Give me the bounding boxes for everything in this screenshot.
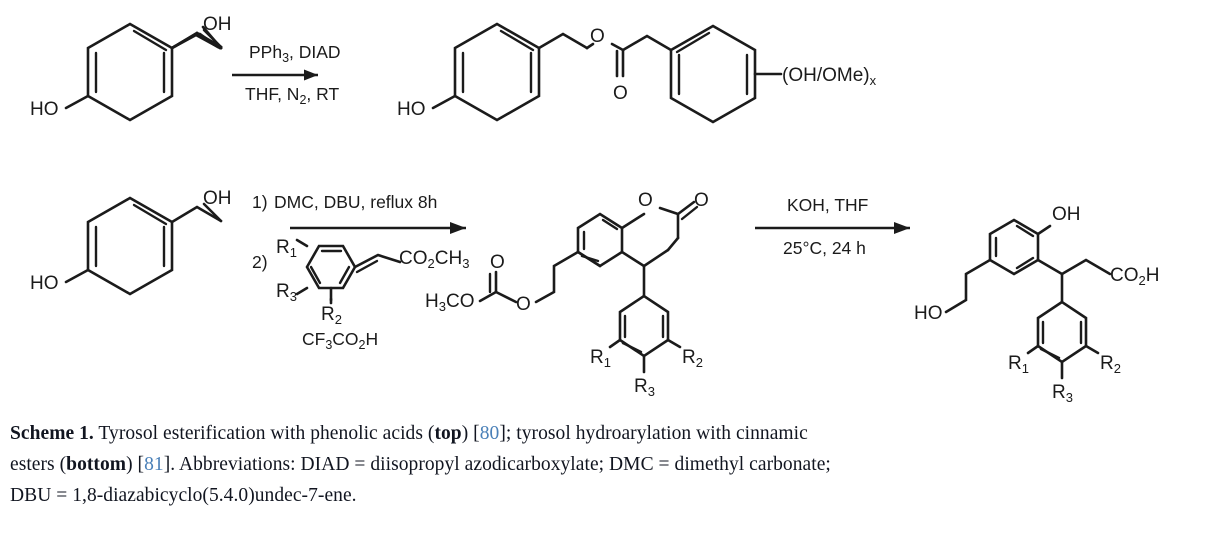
arrow-head-top [304,69,318,81]
atom-label-ho-final: HO [914,303,943,324]
atom-label-co2h-final: CO2H [1110,265,1159,288]
top-reaction-product-ester: HO O O (OH/OMe)x [397,22,877,124]
atom-label-carbonate-o-up: O [490,252,505,273]
atom-label-oh-top-left: OH [203,14,232,35]
caption-run: DBU = 1,8-diazabicyclo(5.4.0)undec-7-ene… [10,485,357,506]
r-label-r2-final: R2 [1100,353,1121,376]
arrow-conditions-above-top: PPh3, DIAD [249,42,341,65]
r-label-r3-cinnamate: R3 [276,281,297,304]
bottom-reaction-intermediate-chromanone: H3CO O O O O R1 [425,190,709,399]
r-label-r3-final: R3 [1052,382,1073,405]
bottom-reaction-substrate-tyrosol: HO OH [30,188,232,296]
caption-run: Scheme 1. [10,423,94,444]
svg-text:THF, N2, RT: THF, N2, RT [245,84,339,107]
atom-label-oh-ome-substituent: (OH/OMe)x [782,65,877,88]
atom-label-ester-o: O [590,26,605,47]
arrow-conditions-above-bottom-2: KOH, THF [787,195,868,215]
atom-label-lactone-o: O [638,190,653,211]
atom-label-ho-top-product: HO [397,99,426,120]
reagent-step2-number: 2) [252,252,268,272]
caption-run: ) [ [126,454,145,475]
caption-run[interactable]: 81 [144,454,164,475]
scheme-figure: .bond { stroke:#1b1b1b; stroke-width:2.6… [0,0,1209,410]
arrow-head-bottom-1 [450,222,466,234]
r-label-r1-final: R1 [1008,353,1029,376]
scheme-drawing: .bond { stroke:#1b1b1b; stroke-width:2.6… [0,0,1209,410]
caption-run: Tyrosol esterification with phenolic aci… [93,423,435,444]
atom-label-ho-top-left: HO [30,99,59,120]
reagent-step1-number: 1) [252,192,268,212]
figure-caption: Scheme 1. Tyrosol esterification with ph… [10,418,1200,511]
atom-label-oh-bottom-left: OH [203,188,232,209]
atom-label-ho-bottom-left: HO [30,273,59,294]
figure-background [0,0,1209,410]
caption-run: esters ( [10,454,67,475]
r-label-r3-intermediate: R3 [634,376,655,399]
bottom-reaction-product-acid: OH HO CO2H R1 R2 R3 [914,204,1159,405]
atom-label-co2ch3: CO2CH3 [399,248,469,271]
r-label-r1-cinnamate: R1 [276,237,297,260]
atom-label-h3co: H3CO [425,291,474,314]
bottom-reaction-arrow-2: KOH, THF 25°C, 24 h [755,195,910,258]
top-reaction-substrate-tyrosol: HO OH [30,14,232,122]
top-reaction-arrow: PPh3, DIAD THF, N2, RT [232,42,341,107]
reagent-cinnamate-structure: R1 R3 R2 CO2CH3 [276,237,469,327]
caption-line-3: DBU = 1,8-diazabicyclo(5.4.0)undec-7-ene… [10,480,1200,511]
atom-label-carbonate-o-link: O [516,294,531,315]
reagent-tfa-label: CF3CO2H [302,329,378,352]
atom-label-lactone-carbonyl-o: O [694,190,709,211]
cond-pph3: PPh [249,42,282,62]
bottom-reaction-reagents: 1) DMC, DBU, reflux 8h 2) R1 R3 [252,192,469,352]
arrow-conditions-below-top: THF, N2, RT [245,84,339,107]
r-label-r2-intermediate: R2 [682,347,703,370]
caption-run[interactable]: 80 [479,423,500,444]
arrow-conditions-below-bottom-2: 25°C, 24 h [783,238,866,258]
arrow-head-bottom-2 [894,222,910,234]
caption-line-1: Scheme 1. Tyrosol esterification with ph… [10,418,1200,449]
atom-label-carbonyl-o: O [613,83,628,104]
caption-line-2: esters (bottom) [81]. Abbreviations: DIA… [10,449,1200,480]
reagent-step1-text: DMC, DBU, reflux 8h [274,192,437,212]
caption-run: ]. Abbreviations: DIAD = diisopropyl azo… [163,454,831,475]
atom-label-oh-final-phenol: OH [1052,204,1081,225]
svg-text:PPh3, DIAD: PPh3, DIAD [249,42,341,65]
caption-run: bottom [66,454,127,475]
caption-run: ) [ [461,423,480,444]
r-label-r2-cinnamate: R2 [321,304,342,327]
r-label-r1-intermediate: R1 [590,347,611,370]
caption-run: top [434,423,462,444]
caption-run: ]; tyrosol hydroarylation with cinnamic [499,423,808,444]
